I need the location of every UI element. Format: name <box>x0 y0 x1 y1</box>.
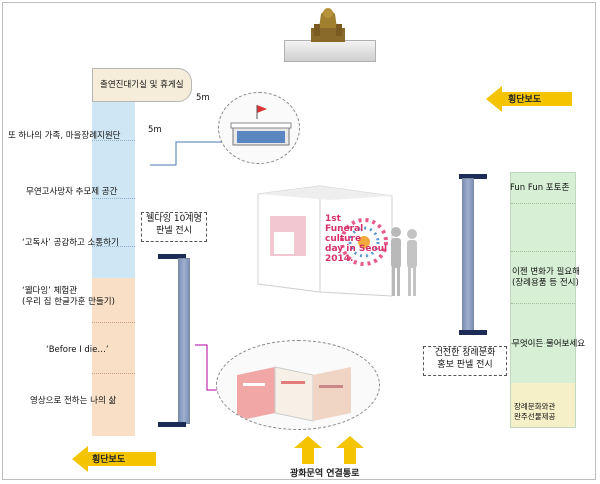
right-label-ask: 무엇이든 물어보세요 <box>512 339 586 349</box>
right-label-culture-1: 장례문화와관 <box>514 402 556 411</box>
cube-title-3: culture <box>325 234 362 244</box>
right-bar-top-cap <box>459 174 487 179</box>
left-label-family-motto: (우리 집 한글가훈 만들기) <box>22 297 115 307</box>
dim-5m-bottom: 5m <box>148 125 162 135</box>
right-callout-line1: 건전한 장례문화 <box>434 348 496 358</box>
left-label-video-life: 영상으로 전하는 나의 삶 <box>30 396 117 406</box>
right-callout-line2: 홍보 판넬 전시 <box>437 360 493 370</box>
cube-title-5: 2014. <box>325 254 354 264</box>
pamphlet-panels-icon <box>237 366 351 422</box>
left-bar-bottom-cap <box>158 422 186 427</box>
right-column <box>510 172 576 428</box>
left-callout-line2: 판넬 전시 <box>156 226 192 236</box>
right-label-culture-2: 완주선물제공 <box>514 412 556 421</box>
left-label-support-team: 또 하나의 가족, 마을장례지원단 <box>8 131 121 141</box>
left-label-before-i-die: ‘Before I die…’ <box>46 345 109 355</box>
left-panel-bar <box>178 258 190 424</box>
right-label-photozone: Fun Fun 포토존 <box>510 183 570 193</box>
diagram-frame <box>2 2 596 480</box>
right-bottom-cell <box>511 383 575 427</box>
booth-photo-circle <box>218 92 300 164</box>
left-orange-zone <box>92 278 135 436</box>
bottom-arrow-label: 광화문역 연결통로 <box>290 469 360 479</box>
top-room-label: 출연진대기실 및 휴게실 <box>100 80 184 90</box>
right-bar-bottom-cap <box>459 330 487 335</box>
center-cube-icon <box>257 185 393 297</box>
people-silhouette-icon <box>391 227 417 296</box>
left-label-lonely-death: ‘고독사’ 공감하고 소통하기 <box>22 238 119 248</box>
top-room-box <box>92 68 192 102</box>
statue-icon <box>311 8 345 42</box>
bottom-up-arrow-left-icon <box>294 436 322 464</box>
left-bar-top-cap <box>158 254 186 259</box>
cube-title-1: 1st <box>325 214 341 224</box>
right-panel-callout: 건전한 장례문화 홍보 판넬 전시 <box>423 346 507 376</box>
pamphlet-photo-circle <box>216 340 380 430</box>
cube-title-2: Funeral <box>325 224 364 234</box>
right-panel-bar <box>462 178 474 332</box>
right-crosswalk-label: 횡단보도 <box>508 95 542 105</box>
left-label-welldying: ‘웰다잉’ 체험관 <box>22 286 78 296</box>
bottom-up-arrow-right-icon <box>336 436 364 464</box>
left-label-memorial: 무연고사망자 추모제 공간 <box>26 187 118 197</box>
left-crosswalk-arrow-icon <box>72 446 156 472</box>
right-label-supplies: (장례용품 등 전시) <box>512 278 579 288</box>
cube-title-4: day in Seoul <box>325 244 388 254</box>
right-label-change: 이젠 변화가 필요해 <box>512 267 580 277</box>
dim-5m-right: 5m <box>196 93 210 103</box>
cube-title: 1st Funeral culture day in Seoul 2014. <box>325 214 387 264</box>
left-panel-callout: 웰다잉 10계명 판넬 전시 <box>141 212 207 242</box>
left-crosswalk-label: 횡단보도 <box>92 455 126 465</box>
right-crosswalk-arrow-icon <box>486 86 572 112</box>
left-callout-line1: 웰다잉 10계명 <box>146 214 202 224</box>
booth-tent-icon <box>230 105 292 146</box>
